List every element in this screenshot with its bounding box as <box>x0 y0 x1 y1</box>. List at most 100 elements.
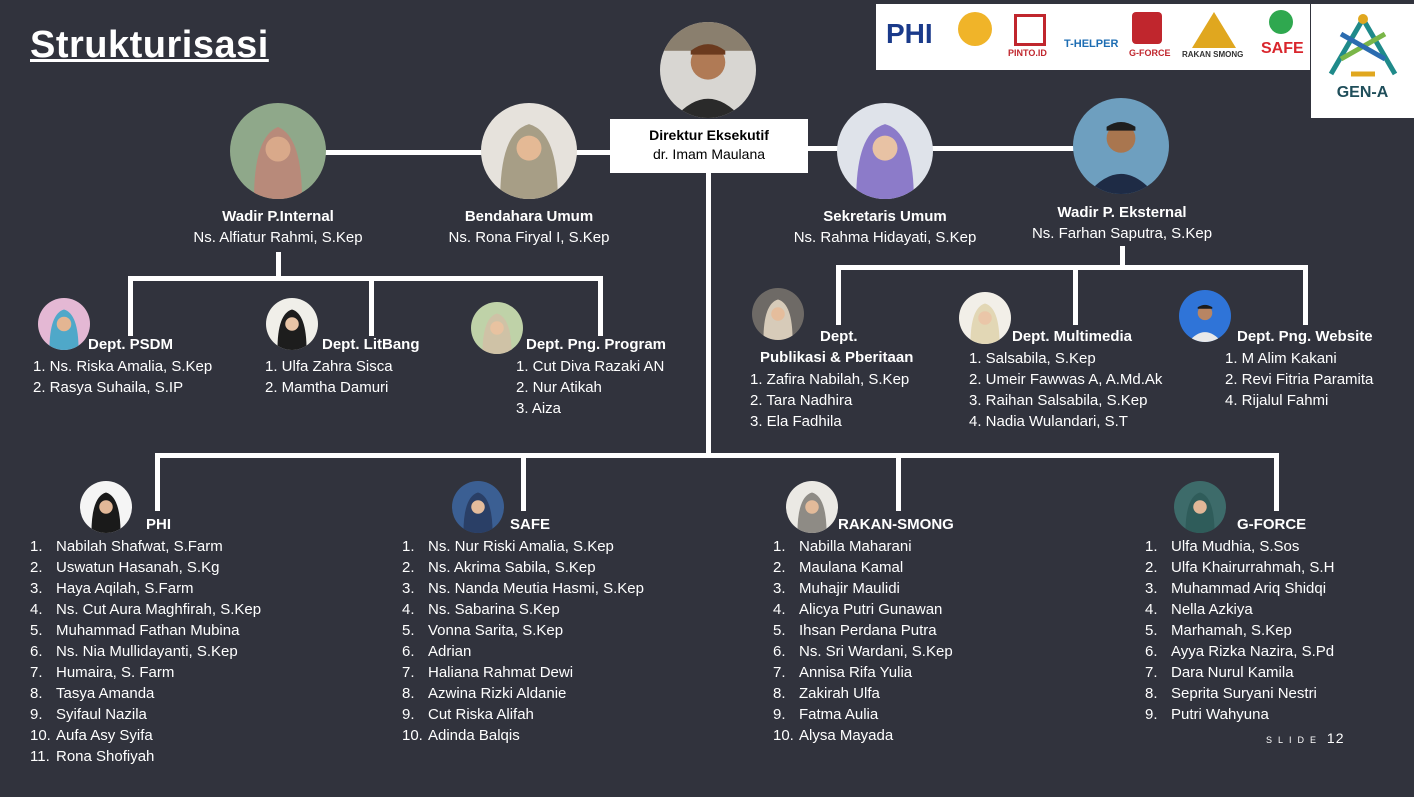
member-name: Nella Azkiya <box>1171 601 1253 618</box>
list-item: 2.Ulfa Khairurrahmah, S.H <box>1145 557 1334 578</box>
list-item: 2. Rasya Suhaila, S.IP <box>33 379 184 396</box>
program-phi-title: PHI <box>146 516 172 533</box>
member-name: Humaira, S. Farm <box>56 664 175 681</box>
dept-multimedia-list: 1. Salsabila, S.Kep 2. Umeir Fawwas A, A… <box>969 348 1162 432</box>
program-safe-title: SAFE <box>510 516 551 533</box>
list-number: 9. <box>1145 706 1158 723</box>
connector <box>706 172 711 458</box>
member-name: Tasya Amanda <box>56 685 155 702</box>
list-number: 4. <box>773 601 786 618</box>
bendahara-role: Bendahara Umum <box>464 208 594 225</box>
list-item: 10.Adinda Balqis <box>402 725 644 746</box>
list-number: 7. <box>773 664 786 681</box>
program-rakan-title: RAKAN-SMONG <box>838 516 954 533</box>
list-item: 1.Ns. Nur Riski Amalia, S.Kep <box>402 536 644 557</box>
connector <box>128 276 603 281</box>
list-number: 8. <box>1145 685 1158 702</box>
list-number: 5. <box>402 622 415 639</box>
list-item: 6.Ns. Nia Mullidayanti, S.Kep <box>30 641 261 662</box>
gforce-mark <box>1132 12 1162 44</box>
list-number: 6. <box>402 643 415 660</box>
connector <box>836 265 841 325</box>
list-number: 10. <box>773 727 794 744</box>
member-name: Ns. Nia Mullidayanti, S.Kep <box>56 643 238 660</box>
dept-program-photo <box>471 302 523 354</box>
list-number: 1. <box>773 538 786 555</box>
list-number: 2. <box>30 559 43 576</box>
member-name: Rona Shofiyah <box>56 748 155 765</box>
safe-logo: SAFE <box>1261 40 1304 57</box>
list-number: 6. <box>773 643 786 660</box>
dept-program-list: 1. Cut Diva Razaki AN 2. Nur Atikah 3. A… <box>516 356 664 419</box>
member-name: Muhammad Ariq Shidqi <box>1171 580 1327 597</box>
list-item: 7. Haliana Rahmat Dewi <box>402 662 644 683</box>
list-number: 8. <box>402 685 415 702</box>
list-item: 6.Adrian <box>402 641 644 662</box>
connector <box>369 276 374 336</box>
program-gforce-photo <box>1174 481 1226 533</box>
list-item: 9.Putri Wahyuna <box>1145 704 1334 725</box>
list-item: 4. Alicya Putri Gunawan <box>773 599 953 620</box>
phi-logo: PHI <box>886 18 933 49</box>
list-item: 9.Syifaul Nazila <box>30 704 261 725</box>
bulb-logo <box>958 12 992 46</box>
list-item: 6. Ns. Sri Wardani, S.Kep <box>773 641 953 662</box>
safe-mark <box>1269 10 1293 34</box>
connector <box>155 453 1279 458</box>
list-number: 10. <box>30 727 51 744</box>
list-item: 1. Cut Diva Razaki AN <box>516 358 665 375</box>
list-item: 10.Aufa Asy Syifa <box>30 725 261 746</box>
list-number: 10. <box>402 727 423 744</box>
list-item: 4. Nadia Wulandari, S.T <box>969 413 1128 430</box>
list-item: 11.Rona Shofiyah <box>30 746 261 767</box>
slide-number-value: 12 <box>1326 730 1345 746</box>
member-name: Dara Nurul Kamila <box>1171 664 1294 681</box>
connector <box>276 252 281 278</box>
gen-a-icon <box>1328 14 1398 77</box>
member-name: Ns. Akrima Sabila, S.Kep <box>428 559 596 576</box>
member-name: Alysa Mayada <box>799 727 894 744</box>
list-item: 4. Rijalul Fahmi <box>1225 392 1329 409</box>
list-item: 8.Seprita Suryani Nestri <box>1145 683 1334 704</box>
list-item: 4.Ns. Cut Aura Maghfirah, S.Kep <box>30 599 261 620</box>
list-item: 7.Dara Nurul Kamila <box>1145 662 1334 683</box>
dept-publikasi-list: 1. Zafira Nabilah, S.Kep 2. Tara Nadhira… <box>750 369 909 432</box>
connector <box>1303 265 1308 325</box>
rakan-mark <box>1192 12 1236 48</box>
dept-multimedia-title: Dept. Multimedia <box>1012 328 1133 345</box>
dept-website-list: 1. M Alim Kakani 2. Revi Fitria Paramita… <box>1225 348 1373 411</box>
list-item: 3. Ela Fadhila <box>750 413 842 430</box>
list-item: 1.Nabilah Shafwat, S.Farm <box>30 536 261 557</box>
dept-publikasi-title: Dept. <box>820 328 858 345</box>
list-item: 1.Ulfa Mudhia, S.Sos <box>1145 536 1334 557</box>
dept-litbang-photo <box>266 298 318 350</box>
member-name: Ulfa Khairurrahmah, S.H <box>1171 559 1335 576</box>
member-name: Ns. Sri Wardani, S.Kep <box>799 643 953 660</box>
dept-website-title: Dept. Png. Website <box>1237 328 1373 345</box>
wadir-eksternal-photo <box>1073 98 1169 194</box>
member-name: Ns. Cut Aura Maghfirah, S.Kep <box>56 601 262 618</box>
member-name: Muhajir Maulidi <box>799 580 900 597</box>
list-number: 7. <box>402 664 415 681</box>
member-name: Syifaul Nazila <box>56 706 147 723</box>
connector <box>896 453 901 511</box>
member-name: Ulfa Mudhia, S.Sos <box>1171 538 1300 555</box>
member-name: Haliana Rahmat Dewi <box>428 664 574 681</box>
program-rakan-photo <box>786 481 838 533</box>
list-number: 6. <box>1145 643 1158 660</box>
list-number: 5. <box>773 622 786 639</box>
wadir-internal-name: Ns. Alfiatur Rahmi, S.Kep <box>193 229 363 246</box>
list-item: 6.Ayya Rizka Nazira, S.Pd <box>1145 641 1334 662</box>
list-item: 5.Marhamah, S.Kep <box>1145 620 1334 641</box>
list-item: 8.Zakirah Ulfa <box>773 683 953 704</box>
list-item: 8.Tasya Amanda <box>30 683 261 704</box>
director-name: dr. Imam Maulana <box>652 146 766 162</box>
pinto-logo: PINTO.ID <box>1008 48 1047 58</box>
member-name: Zakirah Ulfa <box>799 685 880 702</box>
connector <box>155 453 160 511</box>
member-name: Fatma Aulia <box>799 706 879 723</box>
wadir-eksternal-name: Ns. Farhan Saputra, S.Kep <box>1031 225 1213 242</box>
member-name: Alicya Putri Gunawan <box>799 601 943 618</box>
